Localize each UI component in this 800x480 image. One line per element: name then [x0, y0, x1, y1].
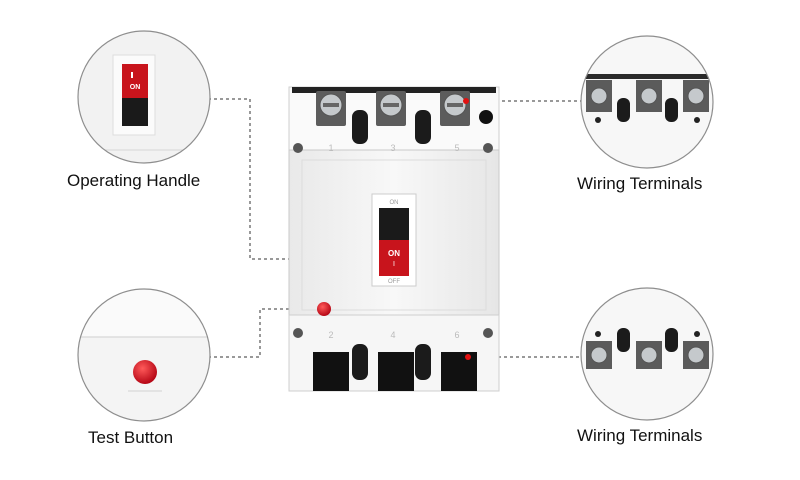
- top-terminals: [293, 91, 493, 153]
- zoom-wiring-terminals-top: [580, 35, 714, 169]
- zoom-test-button: [77, 288, 211, 422]
- circuit-breaker: 1 3 5 ON ON I OFF 2 4 6: [288, 86, 500, 392]
- top-marker-dot: [463, 98, 469, 104]
- pole-number: 6: [454, 330, 459, 340]
- terminal-screw: [440, 91, 470, 126]
- svg-text:ON: ON: [130, 84, 141, 91]
- pole-number: 4: [390, 330, 395, 340]
- handle-top-marking: ON: [390, 200, 399, 206]
- test-button[interactable]: [317, 302, 331, 316]
- pole-number: 2: [328, 330, 333, 340]
- label-test-button: Test Button: [88, 428, 174, 447]
- bottom-marker-dot: [465, 354, 471, 360]
- terminal-screw: [316, 91, 346, 126]
- pole-number: 5: [454, 143, 459, 153]
- label-wiring-terminals-top: Wiring Terminals: [577, 174, 703, 193]
- label-wiring-terminals-bottom: Wiring Terminals: [577, 426, 703, 445]
- handle-bottom-marking: OFF: [388, 279, 400, 285]
- zoom-wiring-terminals-bottom: [580, 287, 714, 421]
- operating-handle[interactable]: ON ON I OFF: [371, 193, 417, 287]
- terminal-screw: [376, 91, 406, 126]
- leader-operating-handle: [208, 98, 382, 260]
- pole-number: 3: [390, 143, 395, 153]
- zoom-operating-handle: ON: [77, 30, 211, 164]
- bottom-terminals: [293, 328, 493, 391]
- handle-one-text: I: [393, 261, 395, 268]
- pole-number: 1: [328, 143, 333, 153]
- handle-on-text: ON: [388, 249, 400, 258]
- label-operating-handle: Operating Handle: [67, 171, 201, 190]
